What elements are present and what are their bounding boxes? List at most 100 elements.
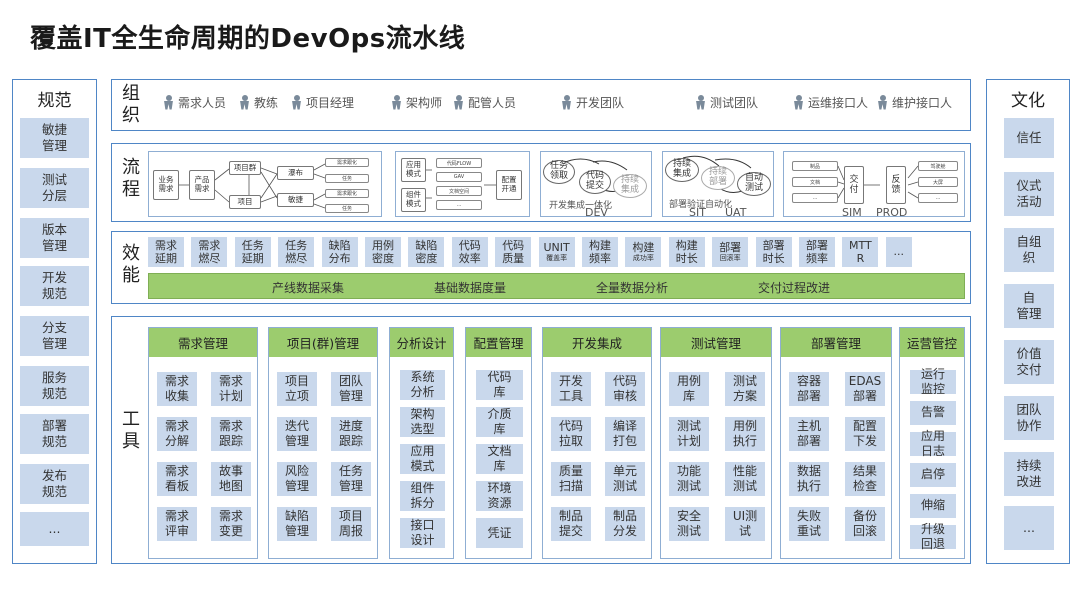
dev-stage: DEV	[585, 206, 608, 219]
tool-item: 运行 监控	[910, 367, 956, 396]
tool-category-header: 分析设计	[390, 328, 453, 357]
person-icon	[876, 94, 889, 111]
prod-stage: PROD	[876, 206, 908, 219]
tool-item: 需求 分解	[157, 417, 197, 451]
tool-item: 主机 部署	[789, 417, 829, 451]
tool-item: 项目 立项	[277, 372, 317, 406]
metric-label: 需求 延期	[155, 238, 177, 265]
culture-heading: 文化	[1011, 91, 1045, 111]
metric-label: 部署 时长	[762, 238, 785, 265]
culture-item: 团队 协作	[1004, 396, 1054, 440]
role-label: 开发团队	[576, 96, 625, 110]
metric-item: 需求 燃尽	[191, 237, 228, 267]
tool-item: 故事 地图	[211, 462, 251, 496]
person-icon	[792, 94, 805, 111]
culture-item: 信任	[1004, 118, 1054, 158]
tool-item: 升级 回退	[910, 522, 956, 551]
flow-config-open: 配置 开通	[496, 170, 522, 200]
process-row: 流 程 业务 需求 产品 需求 项目群 项目 瀑布 敏捷 需求跟化 任务 需求跟…	[111, 143, 971, 222]
tool-item: 容器 部署	[789, 372, 829, 406]
bar-item-improve: 交付过程改进	[758, 281, 831, 295]
tool-item: 接口 设计	[400, 518, 445, 549]
flow-continuous-deploy: 持续 部署	[701, 166, 735, 190]
flow-big-screen: 大屏	[918, 177, 958, 187]
metric-item: 构建 频率	[582, 237, 618, 267]
flow-gav: GAV	[436, 172, 482, 182]
flow-project: 项目	[229, 195, 261, 209]
dev-caption: 开发集成一体化	[549, 201, 613, 211]
data-pipeline-bar	[148, 273, 965, 299]
metric-label: 代码 质量	[502, 238, 525, 265]
metric-label: 构建 频率	[589, 238, 611, 265]
tool-category: 配置管理代码 库介质 库文档 库环境 资源凭证	[465, 327, 532, 559]
metric-item: 任务 燃尽	[278, 237, 315, 267]
culture-item: 仪式 活动	[1004, 172, 1054, 216]
flow-task-claim: 任务 领取	[543, 160, 575, 184]
tool-item: 迭代 管理	[277, 417, 317, 451]
test-caption: 部署验证自动化	[669, 200, 733, 210]
tool-item: 需求 看板	[157, 462, 197, 496]
tool-item: 备份 回滚	[845, 507, 885, 541]
standard-item: 服务 规范	[20, 366, 89, 406]
flow-doc-space: 文档空间	[436, 186, 482, 196]
flow-deliver: 交 付	[844, 166, 864, 204]
culture-item: ...	[1004, 506, 1054, 550]
culture-panel: 文化 信任仪式 活动自组 织自 管理价值 交付团队 协作持续 改进...	[986, 79, 1070, 564]
process-dev-panel: 任务 领取 代码 提交 持续 集成 开发集成一体化 DEV	[540, 151, 652, 219]
tool-item: 测试 方案	[725, 372, 765, 406]
metric-item: 部署 时长	[755, 237, 792, 267]
tool-item: 应用 日志	[910, 429, 956, 458]
role-item: 配管人员	[452, 94, 516, 111]
tool-item: 安全 测试	[669, 507, 709, 541]
flow-dashboard-more: ...	[918, 193, 958, 203]
tool-item: 应用 模式	[400, 443, 445, 475]
flow-cockpit: 驾驶舱	[918, 161, 958, 171]
role-item: 开发团队	[560, 94, 624, 111]
flow-app-mode: 应用 模式	[401, 158, 426, 182]
person-icon	[238, 94, 251, 111]
process-release-panel: 制品 文档 ... 交 付 反 馈 驾驶舱 大屏 ... SIM PROD	[783, 151, 965, 219]
flow-waterfall-tag-1: 需求跟化	[325, 158, 369, 167]
role-label: 测试团队	[710, 96, 759, 110]
metric-label: 任务 燃尽	[285, 238, 308, 265]
tool-item: 数据 执行	[789, 462, 829, 496]
efficiency-row: 效 能 需求 延期需求 燃尽任务 延期任务 燃尽缺陷 分布用例 密度缺陷 密度代…	[111, 231, 971, 304]
standard-item: 部署 规范	[20, 414, 89, 454]
role-item: 维护接口人	[876, 94, 952, 111]
tool-item: 凭证	[476, 518, 523, 549]
metric-label: 缺陷 密度	[415, 238, 438, 265]
tool-category-header: 项目(群)管理	[269, 328, 377, 357]
metric-item: MTT R	[842, 237, 879, 267]
process-label: 流 程	[122, 157, 140, 200]
role-label: 架构师	[406, 96, 443, 110]
flow-release-more: ...	[792, 193, 838, 203]
tool-item: 需求 收集	[157, 372, 197, 406]
flow-waterfall-tag-2: 任务	[325, 174, 369, 183]
metric-label: 任务 延期	[241, 238, 264, 265]
tool-category: 项目(群)管理项目 立项团队 管理迭代 管理进度 跟踪风险 管理任务 管理缺陷 …	[268, 327, 378, 559]
metric-sublabel: 回滚率	[719, 254, 741, 263]
metric-sublabel: 覆盖率	[546, 254, 568, 263]
metric-label: 代码 效率	[458, 238, 481, 265]
tool-item: 告警	[910, 400, 956, 425]
flow-program: 项目群	[229, 161, 261, 175]
role-label: 教练	[254, 96, 279, 110]
tool-item: 架构 选型	[400, 406, 445, 437]
flow-feedback: 反 馈	[886, 166, 906, 204]
flow-more: ...	[436, 200, 482, 210]
tool-item: 伸缩	[910, 493, 956, 518]
flow-agile-tag-1: 需求跟化	[325, 189, 369, 198]
process-demand-arrows	[179, 163, 326, 209]
process-config-arrows	[426, 169, 496, 199]
bar-item-analyze: 全量数据分析	[596, 281, 669, 295]
metric-item: 用例 密度	[365, 237, 401, 267]
tool-item: 代码 审核	[605, 372, 645, 406]
flow-continuous-integration: 持续 集成	[665, 158, 699, 182]
tool-item: EDAS 部署	[845, 372, 885, 406]
culture-item: 持续 改进	[1004, 452, 1054, 496]
bar-item-measure: 基础数据度量	[434, 281, 507, 295]
tool-item: 性能 测试	[725, 462, 765, 496]
flow-agile-tag-2: 任务	[325, 204, 369, 213]
